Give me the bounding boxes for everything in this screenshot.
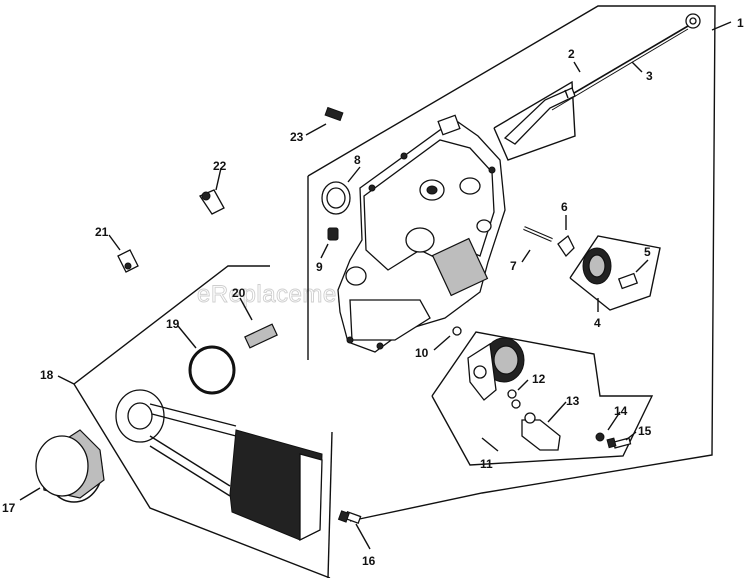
gear-part — [582, 247, 612, 285]
o-ring-large-part — [188, 345, 236, 395]
callout-8: 8 — [354, 153, 361, 167]
leader-lines — [19, 21, 732, 550]
callout-17: 17 — [2, 501, 16, 515]
callout-5: 5 — [644, 245, 651, 259]
callout-6: 6 — [561, 200, 568, 214]
callout-3: 3 — [646, 69, 653, 83]
oil-seal-part — [321, 181, 351, 215]
callout-1: 1 — [737, 16, 744, 30]
gear-group-outline — [569, 235, 661, 311]
callout-22: 22 — [213, 159, 227, 173]
shaft-part — [523, 226, 553, 242]
sensor-22-part — [199, 189, 225, 215]
pin-part — [617, 272, 639, 290]
callout-7: 7 — [510, 259, 517, 273]
screw-15-part — [606, 437, 632, 449]
callout-21: 21 — [95, 225, 109, 239]
plug-part — [327, 227, 339, 241]
callout-13: 13 — [566, 394, 580, 408]
oil-filter-part — [35, 429, 105, 503]
oil-cooler-part — [115, 389, 323, 542]
assembly-outline — [307, 5, 716, 522]
o-ring-12-part — [507, 389, 521, 409]
crankcase-cover-part — [337, 114, 506, 353]
callout-4: 4 — [594, 316, 601, 330]
callout-11: 11 — [480, 457, 493, 471]
relief-valve-part — [521, 412, 561, 451]
fitting-21-part — [117, 249, 139, 273]
callout-9: 9 — [316, 260, 323, 274]
callout-14: 14 — [614, 404, 628, 418]
callout-18: 18 — [40, 368, 54, 382]
oil-pump-part — [467, 337, 525, 401]
oil-cooler-group-outline-right — [327, 431, 333, 578]
callout-10: 10 — [415, 346, 429, 360]
oil-cooler-group-outline — [73, 265, 270, 385]
o-ring-small-part — [452, 326, 462, 336]
bracket-part — [557, 234, 575, 258]
oil-pump-group-outline — [431, 331, 654, 466]
callout-19: 19 — [166, 317, 180, 331]
callout-labels: 1 2 3 4 5 6 7 8 9 10 11 12 13 14 15 16 1… — [2, 16, 744, 568]
oil-cooler-group-outline-lower — [73, 383, 331, 578]
callout-12: 12 — [532, 372, 546, 386]
nipple-20-part — [244, 323, 278, 349]
callout-15: 15 — [638, 424, 652, 438]
callout-2: 2 — [568, 47, 575, 61]
callout-23: 23 — [290, 130, 304, 144]
screw-23-part — [324, 106, 344, 122]
dipstick-tube-part — [503, 87, 576, 145]
screw-16-part — [337, 510, 362, 524]
washer-part — [595, 432, 605, 442]
callout-20: 20 — [232, 286, 246, 300]
callout-16: 16 — [362, 554, 376, 568]
dipstick-group-outline — [493, 80, 576, 161]
